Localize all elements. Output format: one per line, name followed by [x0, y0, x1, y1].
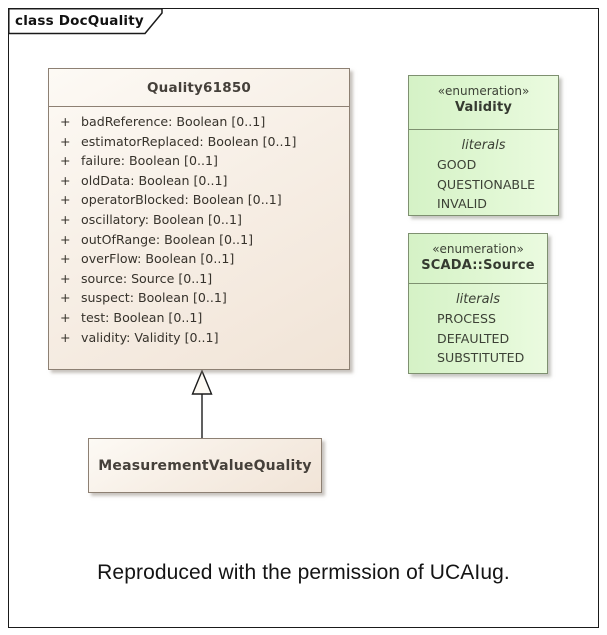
visibility-public: +	[60, 290, 71, 306]
visibility-public: +	[60, 270, 71, 286]
class-quality61850-title: Quality61850	[49, 69, 349, 107]
enum-stereotype: «enumeration»	[437, 84, 530, 98]
attribute-text: estimatorReplaced: Boolean [0..1]	[81, 133, 297, 149]
enum-scada-source[interactable]: «enumeration» SCADA::Source literals PRO…	[408, 233, 548, 374]
attribute-row: + overFlow: Boolean [0..1]	[49, 249, 343, 269]
enum-validity[interactable]: «enumeration» Validity literals GOOD QUE…	[408, 75, 559, 216]
enum-validity-body: literals GOOD QUESTIONABLE INVALID	[409, 130, 558, 214]
attribute-row: + estimatorReplaced: Boolean [0..1]	[49, 132, 343, 152]
enum-scada-source-body: literals PROCESS DEFAULTED SUBSTITUTED	[409, 284, 547, 368]
attribute-text: oscillatory: Boolean [0..1]	[81, 211, 242, 227]
enum-stereotype: «enumeration»	[432, 242, 524, 256]
attribute-row: + outOfRange: Boolean [0..1]	[49, 230, 343, 250]
visibility-public: +	[60, 309, 71, 325]
visibility-public: +	[60, 251, 71, 267]
enum-literal: INVALID	[437, 196, 487, 211]
attribute-row: + failure: Boolean [0..1]	[49, 151, 343, 171]
attribute-text: failure: Boolean [0..1]	[81, 153, 218, 169]
class-measurementvaluequality[interactable]: MeasurementValueQuality	[88, 438, 322, 493]
attribute-row: + suspect: Boolean [0..1]	[49, 288, 343, 308]
enum-literal: DEFAULTED	[437, 330, 510, 346]
attribute-row: + oscillatory: Boolean [0..1]	[49, 210, 343, 230]
enum-literal: SUBSTITUTED	[437, 350, 525, 365]
visibility-public: +	[60, 192, 71, 208]
attribute-text: source: Source [0..1]	[81, 270, 213, 286]
enum-validity-header: «enumeration» Validity	[409, 76, 558, 130]
visibility-public: +	[60, 231, 71, 247]
visibility-public: +	[60, 329, 71, 345]
attribute-text: oldData: Boolean [0..1]	[81, 172, 228, 188]
visibility-public: +	[60, 172, 71, 188]
class-quality61850[interactable]: Quality61850 + badReference: Boolean [0..…	[48, 68, 350, 370]
attribute-text: operatorBlocked: Boolean [0..1]	[81, 192, 282, 208]
attribute-row: + oldData: Boolean [0..1]	[49, 171, 343, 191]
enum-literal: QUESTIONABLE	[437, 176, 536, 192]
permission-caption: Reproduced with the permission of UCAIug…	[97, 561, 510, 584]
diagram-frame	[8, 8, 599, 628]
attribute-row: + badReference: Boolean [0..1]	[49, 112, 343, 132]
attribute-text: suspect: Boolean [0..1]	[81, 290, 227, 306]
enum-validity-name: Validity	[454, 100, 513, 115]
visibility-public: +	[60, 153, 71, 169]
literals-label: literals	[455, 292, 500, 307]
enum-scada-source-name: SCADA::Source	[421, 258, 535, 273]
attribute-text: outOfRange: Boolean [0..1]	[81, 231, 253, 247]
frame-title: class DocQuality	[15, 13, 144, 29]
enum-literal: GOOD	[437, 157, 477, 172]
attribute-text: badReference: Boolean [0..1]	[81, 114, 266, 129]
visibility-public: +	[60, 211, 71, 227]
attribute-row: + validity: Validity [0..1]	[49, 328, 343, 348]
class-measurementvaluequality-title: MeasurementValueQuality	[98, 457, 312, 474]
enum-literal: PROCESS	[437, 311, 496, 326]
enum-scada-source-header: «enumeration» SCADA::Source	[409, 234, 547, 284]
visibility-public: +	[60, 133, 71, 149]
attribute-text: test: Boolean [0..1]	[81, 309, 203, 325]
literals-label: literals	[461, 138, 506, 153]
attribute-row: + test: Boolean [0..1]	[49, 308, 343, 328]
attribute-text: validity: Validity [0..1]	[81, 329, 219, 345]
visibility-public: +	[60, 114, 71, 129]
class-quality61850-attributes: + badReference: Boolean [0..1] + estimator…	[49, 107, 349, 347]
attribute-row: + source: Source [0..1]	[49, 269, 343, 289]
attribute-row: + operatorBlocked: Boolean [0..1]	[49, 190, 343, 210]
attribute-text: overFlow: Boolean [0..1]	[81, 251, 235, 267]
